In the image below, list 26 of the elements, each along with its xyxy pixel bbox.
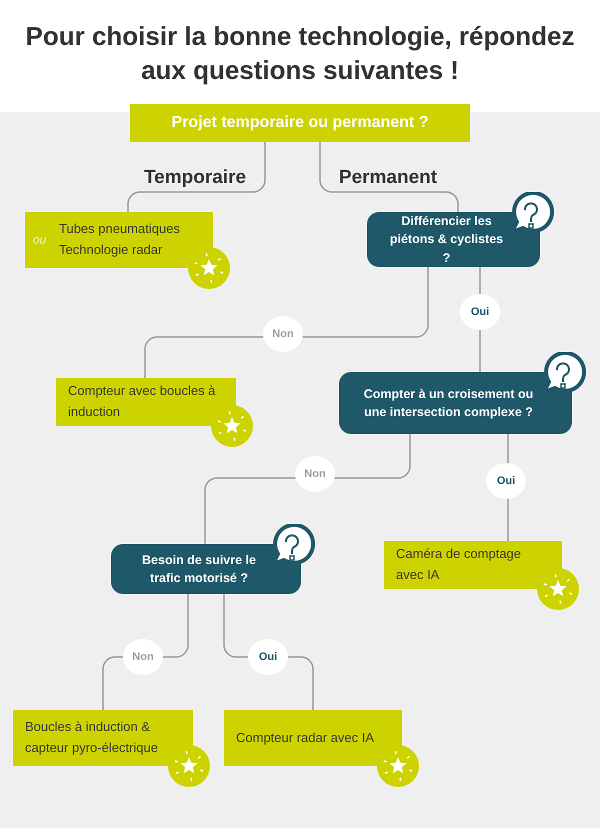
question-box (111, 544, 301, 594)
node-text: Technologie radar (59, 241, 164, 259)
edge-label: Temporaire (145, 166, 245, 190)
connector-word: ou (33, 231, 46, 248)
connector-line (144, 267, 429, 378)
node-text: Différencier les piétons & cyclistes ? (388, 213, 504, 267)
node-text: Compteur avec boucles à induction (68, 382, 216, 421)
question-box (339, 372, 572, 434)
question-banner (130, 104, 470, 142)
node-text: Compter à un croisement ou une intersection complexe ? (362, 386, 534, 421)
title: Pour choisir la bonne technologie, répondez aux questions suivantes ! (24, 20, 576, 87)
question-box (367, 212, 540, 267)
node-text: Boucles à induction & capteur pyro-électrique (25, 718, 159, 757)
result-box (224, 710, 402, 766)
edge-label: Permanent (338, 166, 438, 190)
connector-line (127, 142, 266, 212)
result-box (384, 541, 562, 589)
result-box (13, 710, 193, 766)
connector-line (319, 142, 459, 212)
result-box (56, 378, 236, 426)
node-text: Caméra de comptage avec IA (396, 545, 522, 584)
node-text: Tubes pneumatiques (59, 220, 181, 238)
node-text: Compteur radar avec IA (236, 728, 376, 747)
node-text: Besoin de suivre le trafic motorisé ? (141, 552, 257, 587)
result-box (25, 212, 213, 268)
node-text: Projet temporaire ou permanent ? (170, 114, 430, 132)
